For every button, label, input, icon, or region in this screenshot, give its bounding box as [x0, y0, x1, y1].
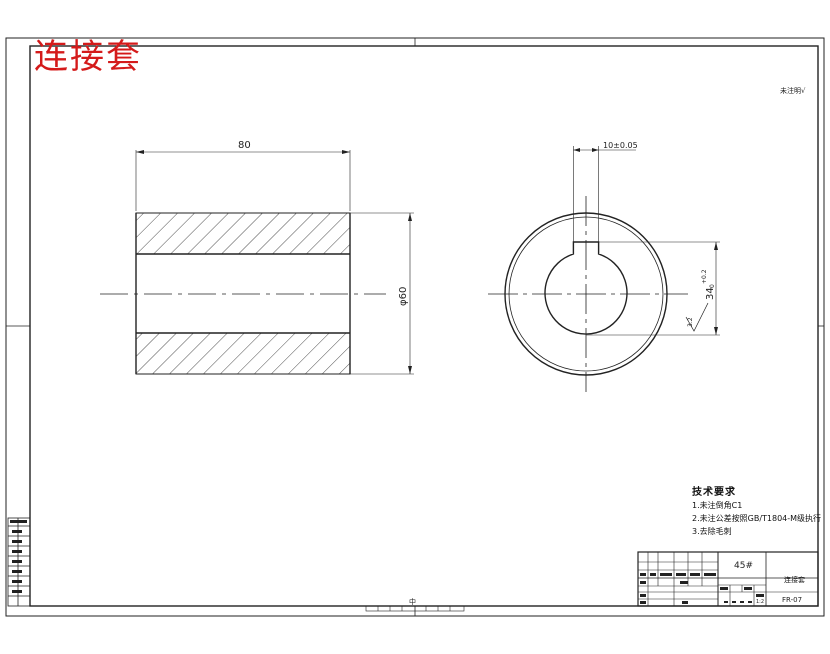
key-depth-lower-tolerance: 0 [709, 284, 716, 288]
corner-note: 未注明√ [780, 86, 806, 95]
part-name-text: 连接套 [784, 575, 805, 584]
part-title: 连接套 [34, 37, 142, 77]
roughness-value: 3.2 [687, 317, 694, 327]
title-block [637, 551, 819, 607]
tech-line: 1.未注倒角C1 [692, 501, 743, 510]
tech-heading: 技术要求 [692, 487, 736, 498]
bottom-mark: 中 [409, 597, 416, 606]
roughness-symbol [685, 302, 709, 332]
technical-requirements: 技术要求 1.未注倒角C1 2.未注公差按照GB/T1804-M级执行 3.去除… [692, 486, 821, 538]
bottom-ruler [365, 605, 465, 612]
material-text: 45# [734, 561, 753, 571]
upper-wall-hatch [135, 212, 351, 255]
tech-line: 2.未注公差按照GB/T1804-M级执行 [692, 514, 822, 523]
section-view [100, 150, 414, 375]
key-width-dimension: 10±0.05 [603, 141, 638, 150]
drawing-number-text: FR-07 [782, 596, 802, 604]
bore-with-keyway [544, 241, 628, 335]
scale-text: 1:2 [756, 599, 764, 605]
tech-line: 3.去除毛刺 [692, 527, 732, 536]
key-depth-dimension: 34 [705, 287, 716, 300]
lower-wall-hatch [135, 332, 351, 375]
key-depth-upper-tolerance: +0.2 [701, 269, 708, 284]
side-view [488, 146, 720, 392]
length-dimension: 80 [238, 140, 251, 151]
diameter-dimension: φ60 [398, 287, 409, 306]
